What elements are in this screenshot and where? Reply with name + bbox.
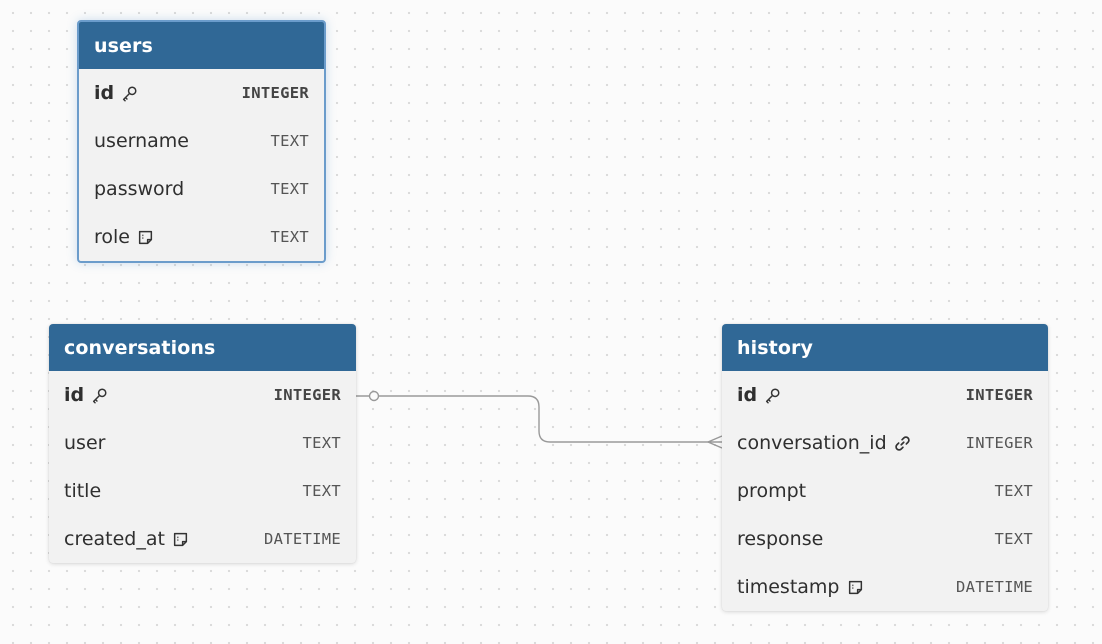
table-history[interactable]: history id INTEGER conversation_id INTEG… — [722, 324, 1048, 611]
column-name: conversation_id — [737, 432, 887, 454]
key-icon — [121, 85, 138, 102]
column-type: INTEGER — [241, 84, 309, 102]
column-name: id — [64, 384, 85, 406]
column-row-user[interactable]: user TEXT — [49, 419, 356, 467]
table-users[interactable]: users id INTEGER username TEXT password … — [77, 20, 326, 263]
column-name: username — [94, 130, 189, 152]
table-header-users[interactable]: users — [79, 22, 324, 69]
column-row-id[interactable]: id INTEGER — [79, 69, 324, 117]
column-type: TEXT — [270, 228, 309, 246]
column-name: created_at — [64, 528, 165, 550]
table-title: conversations — [64, 336, 216, 359]
column-name: timestamp — [737, 576, 840, 598]
column-name: user — [64, 432, 106, 454]
column-type: INTEGER — [273, 386, 341, 404]
column-row-id[interactable]: id INTEGER — [49, 371, 356, 419]
table-conversations[interactable]: conversations id INTEGER user TEXT title… — [49, 324, 356, 563]
column-name: response — [737, 528, 824, 550]
table-header-conversations[interactable]: conversations — [49, 324, 356, 371]
column-type: TEXT — [994, 530, 1033, 548]
column-row-response[interactable]: response TEXT — [722, 515, 1048, 563]
column-row-title[interactable]: title TEXT — [49, 467, 356, 515]
key-icon — [764, 387, 781, 404]
column-name: prompt — [737, 480, 807, 502]
note-icon[interactable] — [137, 229, 154, 246]
column-row-username[interactable]: username TEXT — [79, 117, 324, 165]
column-type: TEXT — [302, 482, 341, 500]
note-icon[interactable] — [172, 531, 189, 548]
column-type: DATETIME — [263, 530, 341, 548]
column-type: DATETIME — [955, 578, 1033, 596]
crows-foot-many-marker — [707, 435, 723, 449]
relationship-connector-conversations-history[interactable] — [356, 395, 722, 443]
column-type: TEXT — [302, 434, 341, 452]
column-type: TEXT — [994, 482, 1033, 500]
column-row-conversation-id[interactable]: conversation_id INTEGER — [722, 419, 1048, 467]
column-name: password — [94, 178, 185, 200]
zero-or-one-marker — [368, 390, 380, 402]
column-type: TEXT — [270, 132, 309, 150]
table-header-history[interactable]: history — [722, 324, 1048, 371]
column-type: TEXT — [270, 180, 309, 198]
column-row-created-at[interactable]: created_at DATETIME — [49, 515, 356, 563]
column-row-password[interactable]: password TEXT — [79, 165, 324, 213]
column-name: id — [737, 384, 758, 406]
link-icon — [894, 435, 911, 452]
column-name: title — [64, 480, 102, 502]
column-row-id[interactable]: id INTEGER — [722, 371, 1048, 419]
column-row-role[interactable]: role TEXT — [79, 213, 324, 261]
column-type: INTEGER — [965, 434, 1033, 452]
column-row-prompt[interactable]: prompt TEXT — [722, 467, 1048, 515]
column-type: INTEGER — [965, 386, 1033, 404]
table-title: history — [737, 336, 813, 359]
column-name: role — [94, 226, 130, 248]
column-row-timestamp[interactable]: timestamp DATETIME — [722, 563, 1048, 611]
column-name: id — [94, 82, 115, 104]
table-title: users — [94, 34, 153, 57]
note-icon[interactable] — [847, 579, 864, 596]
key-icon — [91, 387, 108, 404]
